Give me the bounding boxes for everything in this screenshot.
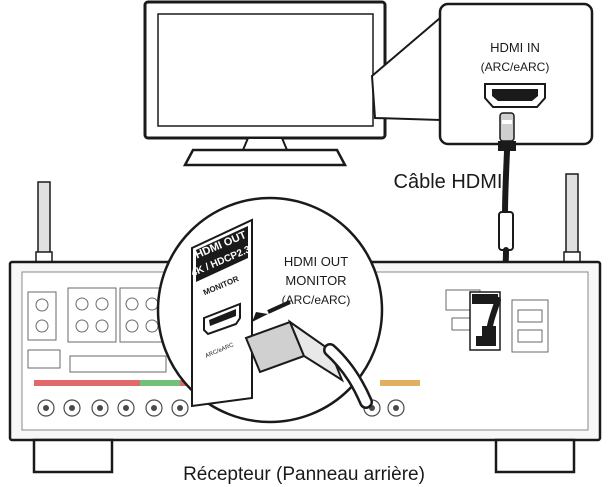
zoomed-panel-section: HDMI OUT 4K / HDCP2.3 MONITOR ARC/eARC <box>190 218 253 408</box>
left-foot <box>32 438 114 474</box>
right-foot <box>494 438 576 474</box>
tv-screen <box>157 13 374 127</box>
hdmi-in-callout: HDMI IN (ARC/eARC) <box>438 2 594 146</box>
hdmi-in-sub-label: (ARC/eARC) <box>481 60 550 74</box>
hdmi-out-label: HDMI OUT <box>284 254 348 269</box>
tv-stand <box>182 148 348 167</box>
monitor-label: MONITOR <box>285 273 346 288</box>
hdmi-plug-receiver <box>482 326 496 342</box>
right-antenna <box>563 173 581 263</box>
insert-arrow <box>252 312 268 322</box>
hdmi-out-sub-label: (ARC/eARC) <box>282 293 351 307</box>
receiver-caption: Récepteur (Panneau arrière) <box>183 464 425 485</box>
tv-neck <box>241 137 289 151</box>
television <box>143 0 387 167</box>
left-antenna <box>35 181 53 263</box>
hdmi-plug-top <box>499 112 515 142</box>
hdmi-in-label: HDMI IN <box>490 40 540 55</box>
zoomed-hdmi-plug <box>244 319 373 409</box>
cable-label: Câble HDMI <box>394 171 503 193</box>
